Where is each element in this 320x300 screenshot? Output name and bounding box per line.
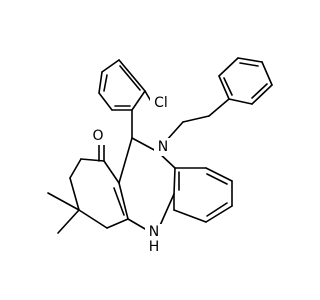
label-n-phenethyl: N (154, 138, 172, 156)
hydrogen-amine-label: H (149, 239, 160, 255)
gem-dimethyl (47, 192, 80, 234)
nitrogen-amine-label: N (149, 224, 159, 240)
phenethyl-chain (165, 98, 230, 142)
label-o: O (89, 127, 107, 145)
label-nh: N H (145, 224, 163, 255)
phenyl-ring (218, 57, 273, 105)
label-cl: Cl (150, 94, 174, 112)
nitrogen-phenethyl-label: N (158, 139, 168, 155)
molecule-structure: Cl O N N H (47, 57, 273, 255)
benzo-ring (173, 167, 233, 223)
chlorine-atom-label: Cl (154, 95, 168, 111)
chlorophenyl-ring (98, 59, 153, 111)
oxygen-atom-label: O (92, 128, 103, 144)
cyclohexenone-ring (69, 139, 129, 229)
molecule-canvas: Cl O N N H (47, 57, 273, 255)
